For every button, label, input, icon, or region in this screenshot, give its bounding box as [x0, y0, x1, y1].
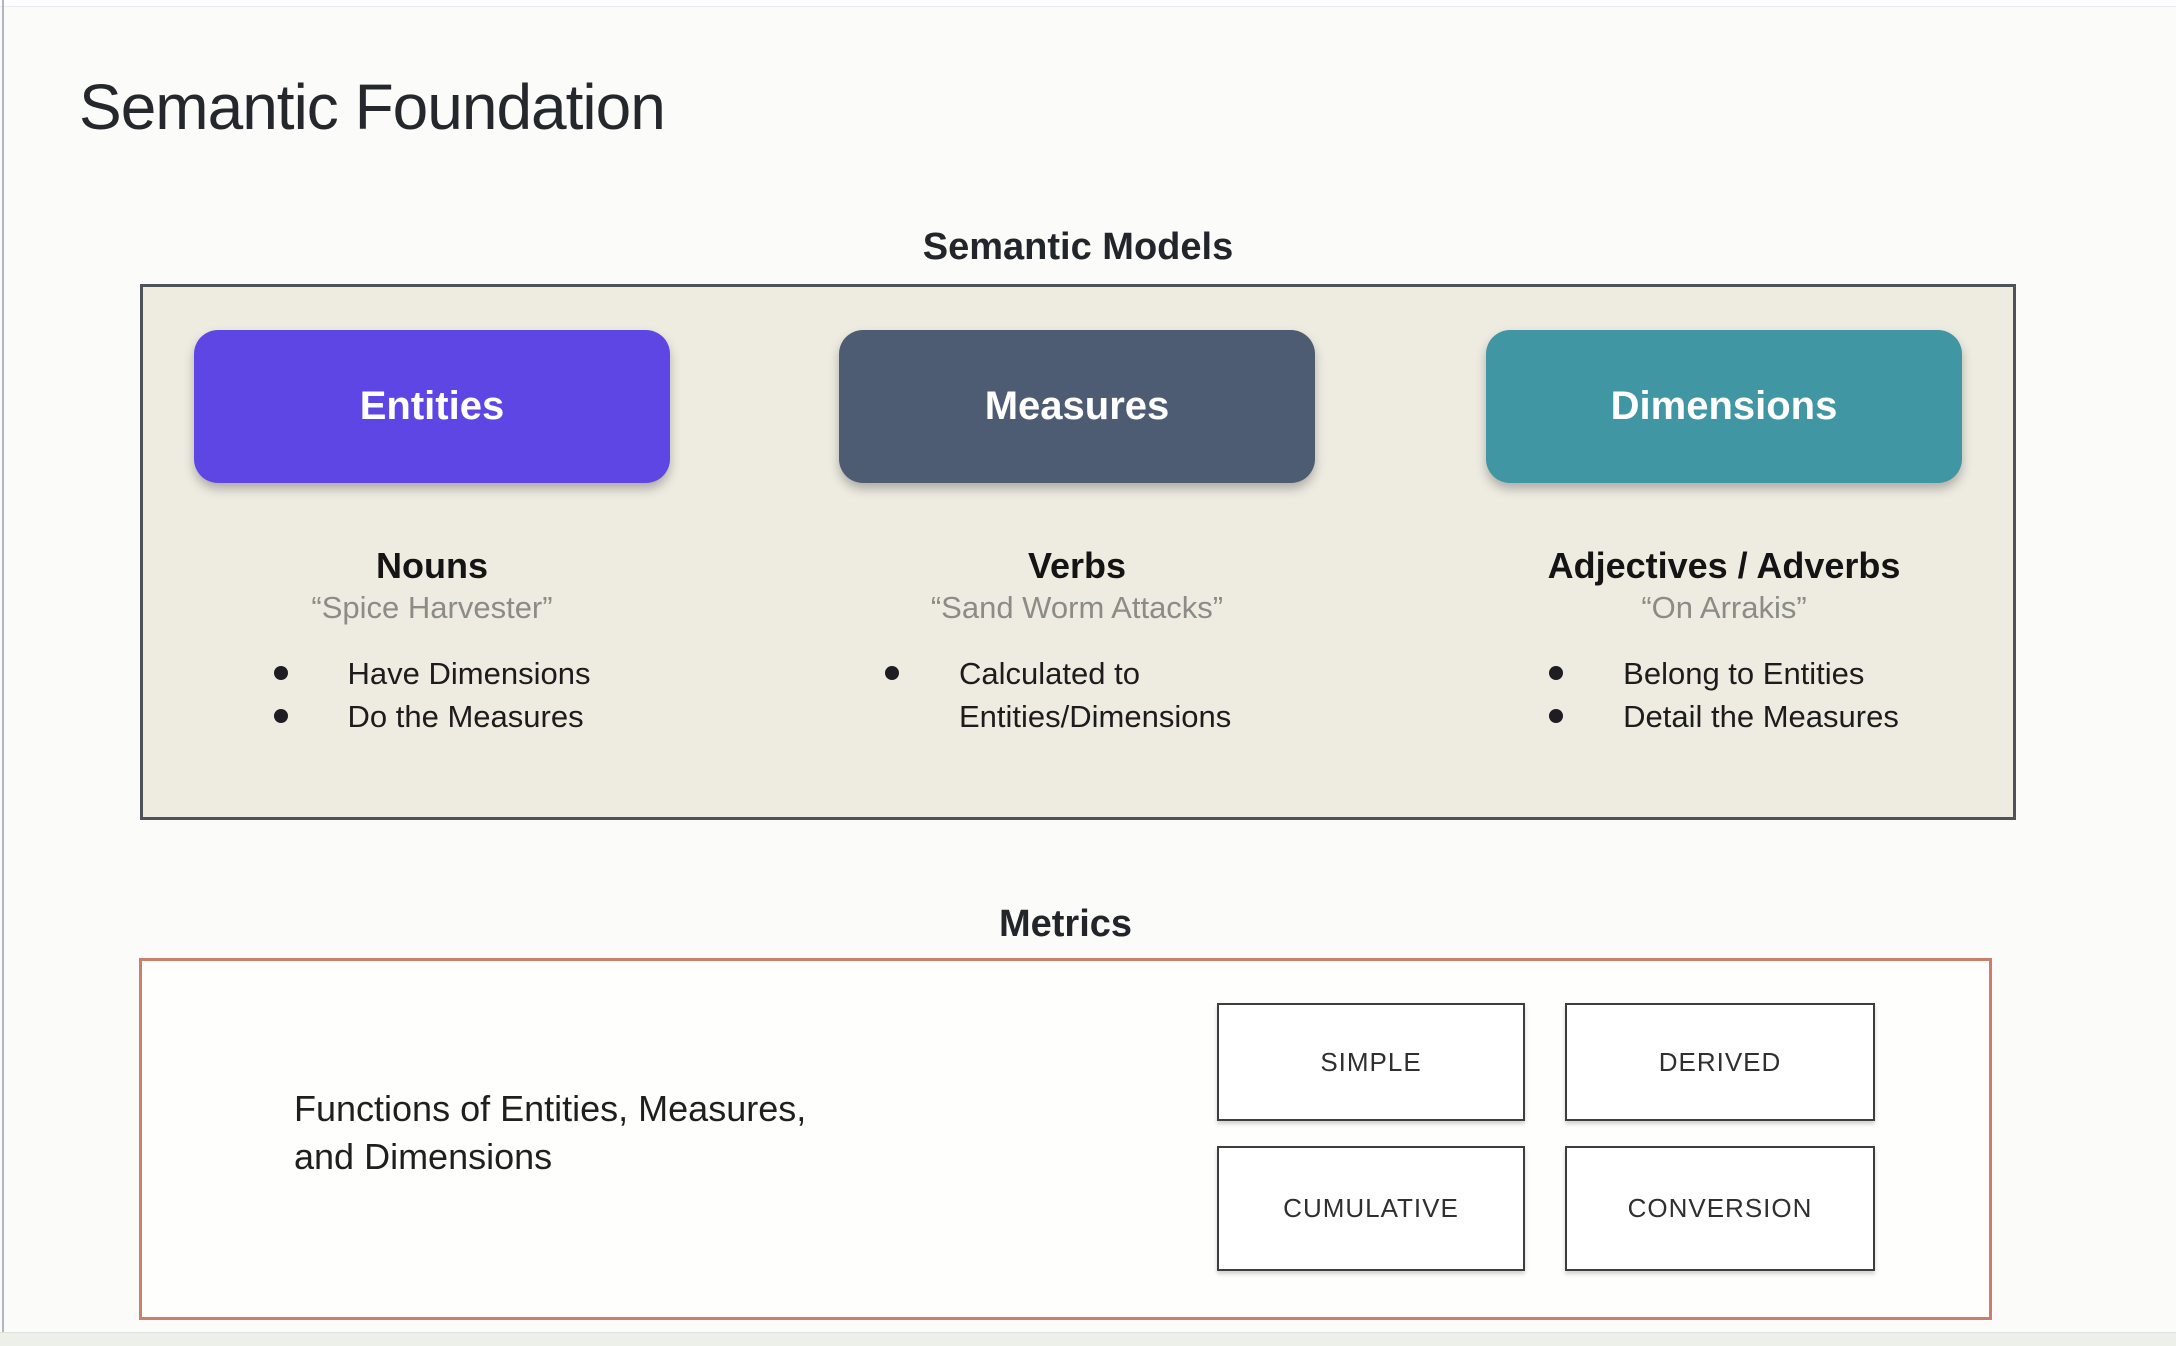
semantic-models-heading: Semantic Models: [922, 226, 1234, 268]
window-edge-top: [0, 0, 2176, 7]
metrics-heading: Metrics: [998, 903, 1133, 945]
bullet-item: Do the Measures: [273, 695, 591, 738]
bullet-item: Calculated to Entities/Dimensions: [885, 652, 1269, 738]
bullet-dot-icon: [273, 709, 288, 723]
metric-type-derived: DERIVED: [1565, 1003, 1875, 1121]
bullet-text: Belong to Entities: [1623, 656, 1865, 691]
bullet-text: Have Dimensions: [347, 656, 591, 691]
bullet-item: Belong to Entities: [1549, 652, 1899, 695]
entities-box: Entities: [194, 330, 670, 483]
dimensions-column: Dimensions Adjectives / Adverbs “On Arra…: [1424, 330, 2024, 738]
entities-column: Entities Nouns “Spice Harvester” Have Di…: [132, 330, 732, 738]
metric-type-conversion: CONVERSION: [1565, 1146, 1875, 1271]
bullet-dot-icon: [885, 666, 899, 680]
bullet-item: Detail the Measures: [1549, 695, 1899, 738]
bullet-text: Calculated to Entities/Dimensions: [959, 656, 1232, 734]
measures-box: Measures: [839, 330, 1315, 483]
bottom-frame-strip: [0, 1332, 2176, 1346]
bullet-dot-icon: [273, 666, 288, 680]
verbs-heading: Verbs: [1027, 545, 1127, 586]
nouns-example-quote: “Spice Harvester”: [311, 590, 553, 625]
adjectives-adverbs-heading: Adjectives / Adverbs: [1547, 545, 1901, 586]
nouns-bullet-list: Have Dimensions Do the Measures: [273, 652, 591, 738]
metric-type-cumulative: CUMULATIVE: [1217, 1146, 1525, 1271]
verbs-bullet-list: Calculated to Entities/Dimensions: [885, 652, 1269, 738]
bullet-text: Detail the Measures: [1623, 699, 1899, 734]
dimensions-box: Dimensions: [1486, 330, 1962, 483]
bullet-dot-icon: [1549, 666, 1564, 680]
measures-column: Measures Verbs “Sand Worm Attacks” Calcu…: [777, 330, 1377, 738]
bullet-dot-icon: [1549, 709, 1564, 723]
dimensions-bullet-list: Belong to Entities Detail the Measures: [1549, 652, 1899, 738]
bullet-text: Do the Measures: [347, 699, 584, 734]
nouns-heading: Nouns: [376, 545, 488, 586]
metric-type-simple: SIMPLE: [1217, 1003, 1525, 1121]
verbs-example-quote: “Sand Worm Attacks”: [930, 590, 1224, 625]
page-title: Semantic Foundation: [79, 71, 666, 143]
bullet-item: Have Dimensions: [273, 652, 591, 695]
window-edge-left: [2, 0, 4, 1346]
metrics-description: Functions of Entities, Measures, and Dim…: [294, 1088, 807, 1177]
adjectives-example-quote: “On Arrakis”: [1641, 590, 1807, 625]
